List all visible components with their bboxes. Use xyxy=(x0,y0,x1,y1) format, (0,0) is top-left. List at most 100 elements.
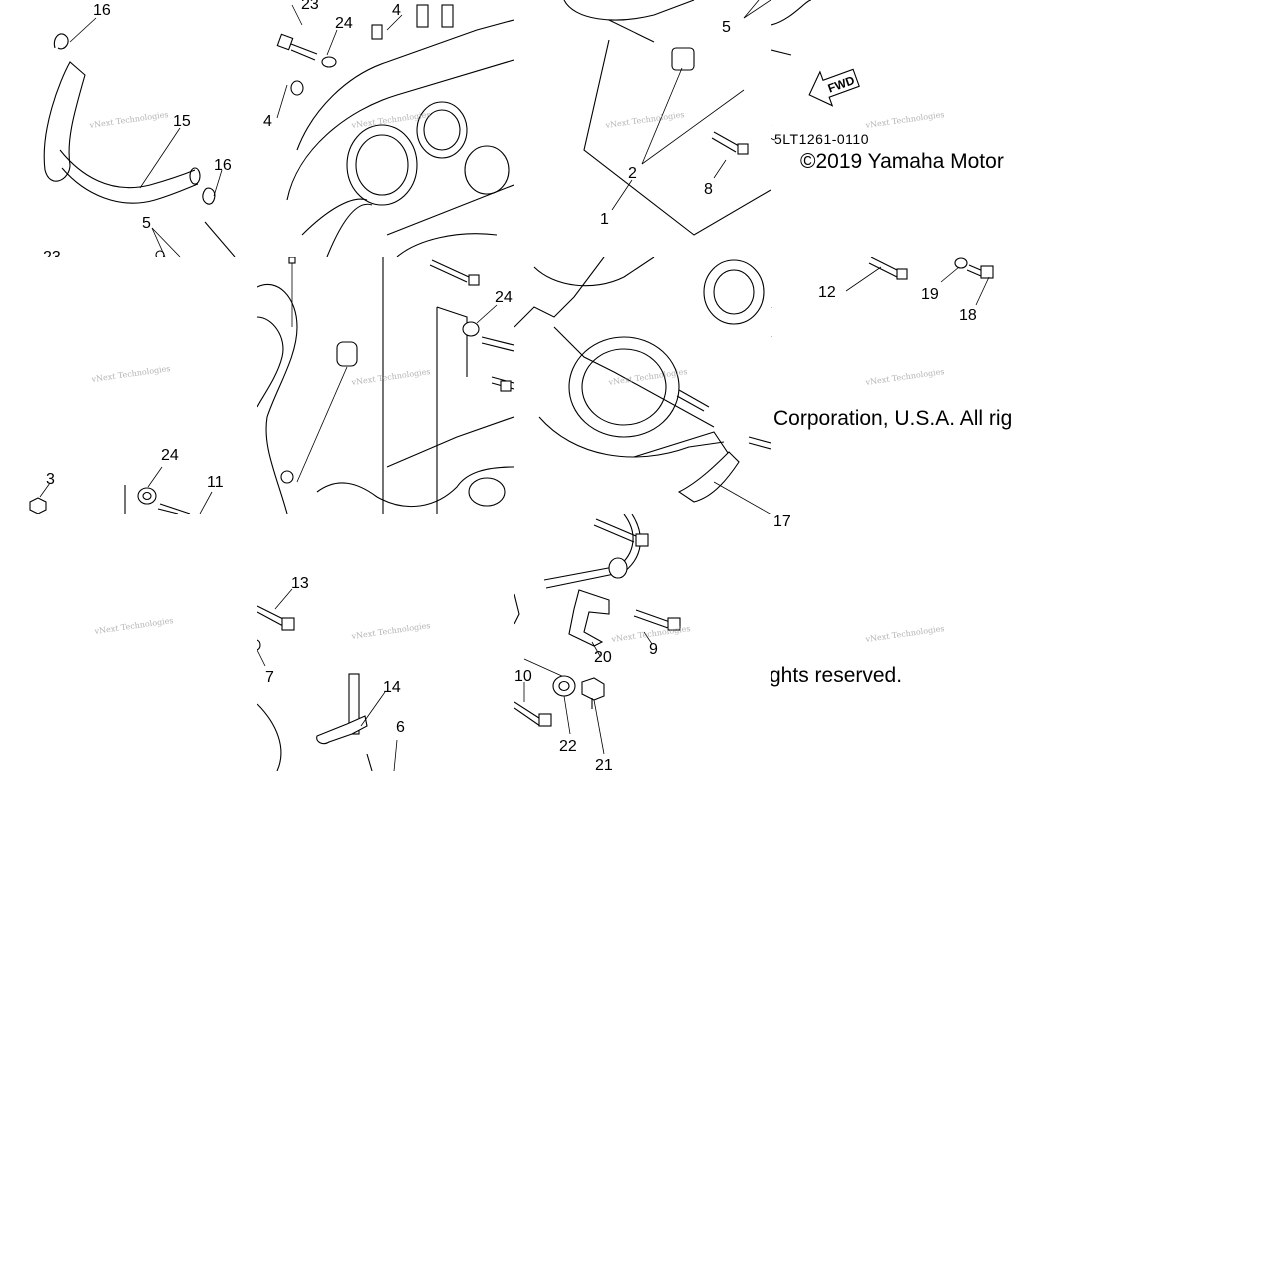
copyright-line-3: ghts reserved. xyxy=(771,664,902,687)
bracket-20 xyxy=(568,589,610,647)
fwd-arrow-icon: FWD xyxy=(808,68,860,107)
callout-2: 2 xyxy=(628,165,637,182)
bolt-13 xyxy=(257,605,295,631)
bracket-14 xyxy=(316,715,368,745)
hose-clip-top xyxy=(53,33,69,50)
stopper-plate-17 xyxy=(677,451,740,503)
diagram-tile-r1c1: 24 vNext Technologies xyxy=(257,257,514,514)
crankcase-right-drawing: 17 vNext Technologies xyxy=(514,257,771,514)
callout-14: 14 xyxy=(383,679,401,696)
callout-16: 16 xyxy=(93,2,111,19)
svg-text:vNext Technologies: vNext Technologies xyxy=(350,621,431,641)
dowel-4 xyxy=(371,24,383,40)
diagram-tile-r0c0: 16 15 16 5 23 vNext Technologies xyxy=(0,0,257,257)
callout-15: 15 xyxy=(173,113,191,130)
watermark: vNext Technologies xyxy=(604,110,685,130)
washer-24 xyxy=(462,321,480,337)
bolt-10 xyxy=(514,701,552,727)
bolt xyxy=(593,518,649,547)
callout-24: 24 xyxy=(335,15,353,32)
bolt xyxy=(491,376,514,392)
bolt-13-bracket-14-drawing: 13 7 14 6 vNext Technologies xyxy=(257,575,431,771)
callout-23: 23 xyxy=(301,0,319,13)
callout-12: 12 xyxy=(818,284,836,301)
bolt xyxy=(481,336,514,352)
callout-9: 9 xyxy=(649,641,658,658)
bolt xyxy=(748,436,771,450)
svg-text:vNext Technologies: vNext Technologies xyxy=(864,624,945,644)
diagram-tile-r0c3: FWD 5LT1261-0110 ©2019 Yamaha Motor vNex… xyxy=(771,0,1028,257)
callout-4: 4 xyxy=(263,113,272,130)
diagram-tile-r2c4 xyxy=(1028,514,1285,771)
bolt-11 xyxy=(157,503,191,514)
dowel xyxy=(336,341,358,367)
part-code: 5LT1261-0110 xyxy=(774,131,869,147)
diagram-tile-r2c3: ghts reserved. vNext Technologies xyxy=(771,514,1028,771)
bracket-post xyxy=(348,673,360,735)
watermark: vNext Technologies xyxy=(864,110,945,130)
diagram-tile-r0c4 xyxy=(1028,0,1285,257)
diagram-tile-r2c0: vNext Technologies xyxy=(0,514,257,771)
callout-10: 10 xyxy=(514,668,532,685)
bolt-12 xyxy=(868,257,908,280)
svg-text:vNext Technologies: vNext Technologies xyxy=(864,110,945,130)
callout-24: 24 xyxy=(495,289,513,306)
callout-22: 22 xyxy=(559,738,577,755)
diagram-tile-r1c3: 12 19 18 Corporation, U.S.A. All rig vNe… xyxy=(771,257,1028,514)
diagram-tile-r2c2: 20 9 10 22 21 vNext Technologies xyxy=(514,514,771,771)
callout-21: 21 xyxy=(595,757,613,771)
diagram-tile-r1c0: 3 24 11 vNext Technologies xyxy=(0,257,257,514)
crankcase-upper-drawing: 23 24 4 4 vNext Technologies xyxy=(263,0,514,257)
callout-19: 19 xyxy=(921,286,939,303)
diagram-tile-r1c4 xyxy=(1028,257,1285,514)
callout-5: 5 xyxy=(722,19,731,36)
callout-13: 13 xyxy=(291,575,309,592)
svg-text:vNext Technologies: vNext Technologies xyxy=(864,367,945,387)
dowel-2 xyxy=(671,47,695,71)
svg-text:vNext Technologies: vNext Technologies xyxy=(88,110,169,130)
svg-text:vNext Technologies: vNext Technologies xyxy=(607,367,688,387)
svg-text:vNext Technologies: vNext Technologies xyxy=(93,616,174,636)
callout-4: 4 xyxy=(392,2,401,19)
watermark: vNext Technologies xyxy=(864,367,945,387)
hose-clip-bottom xyxy=(202,187,216,205)
watermark: vNext Technologies xyxy=(350,110,431,130)
hose-upper-section xyxy=(43,61,86,182)
bolt-23 xyxy=(276,33,318,61)
callout-7: 7 xyxy=(265,669,274,686)
bolt-9 xyxy=(633,609,681,631)
callout-11: 11 xyxy=(207,474,224,491)
watermark: vNext Technologies xyxy=(607,367,688,387)
nut-washer-bolt-drawing: 3 24 11 vNext Technologies xyxy=(29,364,224,514)
watermark: vNext Technologies xyxy=(350,367,431,387)
guide-bolts-drawing: 20 9 10 22 21 vNext Technologies xyxy=(514,514,691,771)
callout-20: 20 xyxy=(594,649,612,666)
washer-24 xyxy=(321,56,337,68)
callout-3: 3 xyxy=(46,471,55,488)
bolts-12-18-19-drawing: 12 19 18 Corporation, U.S.A. All rig vNe… xyxy=(771,257,1012,430)
svg-text:vNext Technologies: vNext Technologies xyxy=(350,367,431,387)
bolt-8 xyxy=(711,131,749,155)
nut-3 xyxy=(29,497,47,514)
svg-text:vNext Technologies: vNext Technologies xyxy=(604,110,685,130)
svg-text:vNext Technologies: vNext Technologies xyxy=(350,110,431,130)
crankcase-assembly-drawing: 5 2 8 1 vNext Technologies xyxy=(563,0,771,236)
svg-text:vNext Technologies: vNext Technologies xyxy=(90,364,171,384)
callout-6: 6 xyxy=(396,719,405,736)
diagram-tile-r0c1: 23 24 4 4 vNext Technologies xyxy=(257,0,514,257)
watermark: vNext Technologies xyxy=(864,624,945,644)
watermark: vNext Technologies xyxy=(90,364,171,384)
bolt xyxy=(429,259,480,286)
bolt-21 xyxy=(581,677,605,701)
crankcase-left-drawing: 24 vNext Technologies xyxy=(257,257,514,514)
callout-8: 8 xyxy=(704,181,713,198)
washer-19 xyxy=(954,257,968,269)
callout-18: 18 xyxy=(959,307,977,324)
watermark: vNext Technologies xyxy=(350,621,431,641)
diagram-tile-r0c2: 5 2 8 1 vNext Technologies xyxy=(514,0,771,257)
watermark: vNext Technologies xyxy=(88,110,169,130)
bolt-18 xyxy=(966,264,994,279)
diagram-tile-r1c2: 17 vNext Technologies xyxy=(514,257,771,514)
callout-24: 24 xyxy=(161,447,179,464)
